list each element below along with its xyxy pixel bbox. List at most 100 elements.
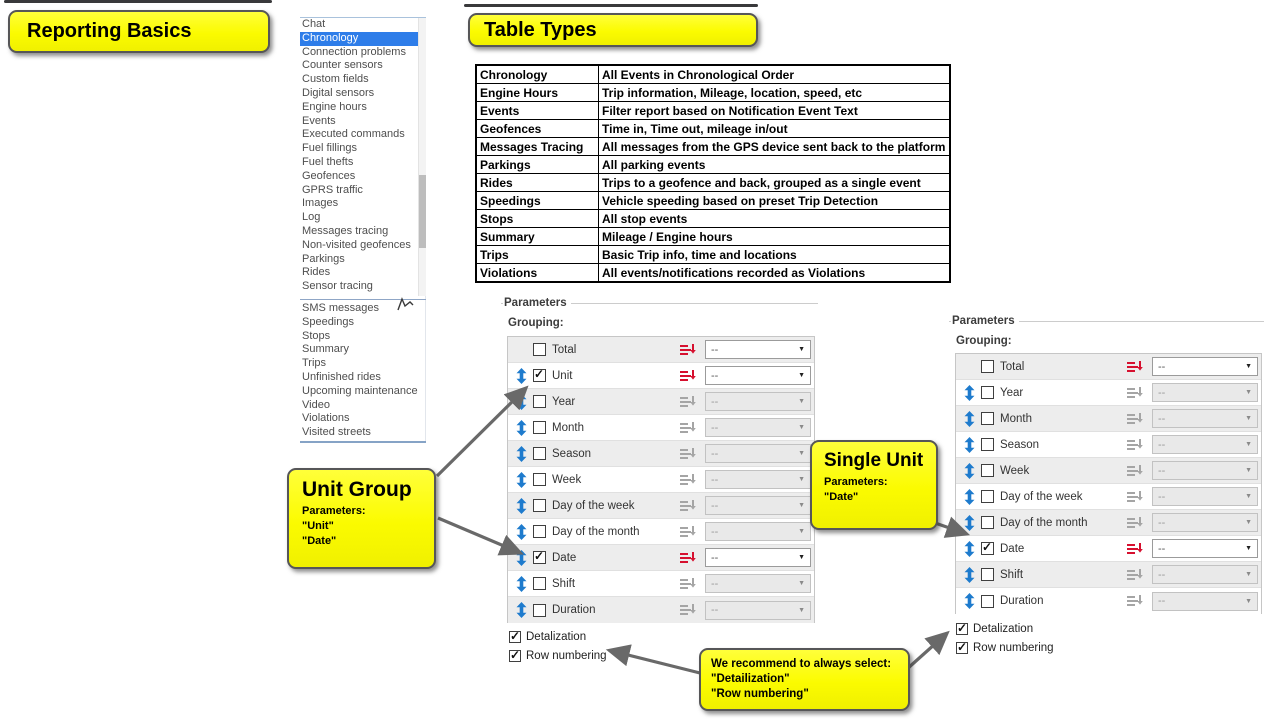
report-type-item[interactable]: Stops: [300, 330, 418, 344]
report-type-item[interactable]: Summary: [300, 343, 418, 357]
grouping-checkbox[interactable]: [533, 499, 546, 512]
report-type-item[interactable]: Events: [300, 115, 418, 129]
report-type-item[interactable]: Log: [300, 211, 418, 225]
report-type-item[interactable]: Chat: [300, 18, 418, 32]
grouping-dropdown[interactable]: -- ▼: [1152, 461, 1258, 480]
sort-icon[interactable]: [680, 525, 697, 539]
grouping-dropdown[interactable]: -- ▼: [705, 600, 811, 620]
grouping-checkbox[interactable]: [533, 525, 546, 538]
sort-icon[interactable]: [1127, 438, 1144, 452]
grouping-checkbox[interactable]: [533, 395, 546, 408]
grouping-checkbox[interactable]: [981, 438, 994, 451]
grouping-checkbox[interactable]: [981, 360, 994, 373]
grouping-checkbox[interactable]: [533, 447, 546, 460]
sort-icon[interactable]: [1127, 516, 1144, 530]
move-handle-icon[interactable]: [962, 540, 977, 557]
move-handle-icon[interactable]: [962, 436, 977, 453]
sort-icon[interactable]: [680, 421, 697, 435]
sort-icon[interactable]: [680, 343, 697, 357]
move-handle-icon[interactable]: [514, 419, 529, 436]
move-handle-icon[interactable]: [514, 445, 529, 462]
list-scrollbar-thumb[interactable]: [419, 175, 426, 248]
sort-icon[interactable]: [680, 473, 697, 487]
grouping-checkbox[interactable]: [533, 549, 546, 564]
option-checkbox[interactable]: [509, 629, 521, 643]
grouping-dropdown[interactable]: -- ▼: [705, 392, 811, 411]
grouping-checkbox[interactable]: [981, 386, 994, 399]
move-handle-icon[interactable]: [514, 602, 529, 618]
report-type-item[interactable]: Counter sensors: [300, 59, 418, 73]
grouping-checkbox[interactable]: [533, 367, 546, 382]
grouping-dropdown[interactable]: -- ▼: [1152, 513, 1258, 532]
report-type-item[interactable]: Sensor tracing: [300, 280, 418, 294]
grouping-dropdown[interactable]: -- ▼: [705, 522, 811, 541]
grouping-dropdown[interactable]: -- ▼: [1152, 383, 1258, 402]
grouping-checkbox[interactable]: [533, 577, 546, 590]
sort-icon[interactable]: [1127, 568, 1144, 582]
grouping-dropdown[interactable]: -- ▼: [1152, 409, 1258, 428]
move-handle-icon[interactable]: [514, 497, 529, 514]
report-type-item[interactable]: Video: [300, 399, 418, 413]
grouping-checkbox[interactable]: [533, 421, 546, 434]
grouping-dropdown[interactable]: -- ▼: [705, 470, 811, 489]
report-type-item[interactable]: Violations: [300, 412, 418, 426]
report-type-item[interactable]: Chronology: [300, 31, 418, 46]
sort-icon[interactable]: [680, 603, 697, 617]
option-checkbox[interactable]: [509, 648, 521, 662]
report-type-item[interactable]: Connection problems: [300, 46, 418, 60]
move-handle-icon[interactable]: [514, 575, 529, 592]
report-type-item[interactable]: Upcoming maintenance: [300, 385, 418, 399]
sort-icon[interactable]: [1127, 386, 1144, 400]
grouping-dropdown[interactable]: -- ▼: [1152, 591, 1258, 611]
grouping-dropdown[interactable]: -- ▼: [1152, 487, 1258, 506]
grouping-dropdown[interactable]: -- ▼: [705, 574, 811, 593]
report-type-item[interactable]: Executed commands: [300, 128, 418, 142]
grouping-dropdown[interactable]: -- ▼: [705, 444, 811, 463]
sort-icon[interactable]: [1127, 490, 1144, 504]
move-handle-icon[interactable]: [514, 367, 529, 384]
sort-icon[interactable]: [1127, 594, 1144, 608]
move-handle-icon[interactable]: [962, 488, 977, 505]
report-type-item[interactable]: Messages tracing: [300, 225, 418, 239]
move-handle-icon[interactable]: [962, 593, 977, 609]
grouping-checkbox[interactable]: [981, 540, 994, 555]
report-type-item[interactable]: Trips: [300, 357, 418, 371]
report-type-item[interactable]: Visited streets: [300, 426, 418, 440]
report-type-item[interactable]: Fuel fillings: [300, 142, 418, 156]
sort-icon[interactable]: [680, 577, 697, 591]
move-handle-icon[interactable]: [514, 471, 529, 488]
grouping-checkbox[interactable]: [533, 343, 546, 356]
report-type-item[interactable]: Custom fields: [300, 73, 418, 87]
grouping-checkbox[interactable]: [981, 490, 994, 503]
report-type-item[interactable]: Unfinished rides: [300, 371, 418, 385]
grouping-dropdown[interactable]: -- ▼: [705, 418, 811, 437]
sort-icon[interactable]: [1127, 542, 1144, 556]
grouping-checkbox[interactable]: [981, 594, 994, 608]
grouping-checkbox[interactable]: [981, 412, 994, 425]
sort-icon[interactable]: [680, 369, 697, 383]
report-type-item[interactable]: Images: [300, 197, 418, 211]
grouping-dropdown[interactable]: -- ▼: [705, 496, 811, 515]
move-handle-icon[interactable]: [514, 523, 529, 540]
report-type-item[interactable]: GPRS traffic: [300, 184, 418, 198]
report-type-item[interactable]: Fuel thefts: [300, 156, 418, 170]
grouping-checkbox[interactable]: [981, 516, 994, 529]
sort-icon[interactable]: [680, 447, 697, 461]
grouping-dropdown[interactable]: -- ▼: [1152, 539, 1258, 558]
grouping-checkbox[interactable]: [533, 603, 546, 617]
move-handle-icon[interactable]: [962, 384, 977, 401]
move-handle-icon[interactable]: [962, 462, 977, 479]
option-checkbox[interactable]: [956, 640, 968, 654]
grouping-checkbox[interactable]: [981, 464, 994, 477]
grouping-checkbox[interactable]: [981, 568, 994, 581]
move-handle-icon[interactable]: [962, 410, 977, 427]
sort-icon[interactable]: [1127, 464, 1144, 478]
option-checkbox[interactable]: [956, 621, 968, 635]
grouping-dropdown[interactable]: -- ▼: [1152, 435, 1258, 454]
grouping-dropdown[interactable]: -- ▼: [705, 366, 811, 385]
sort-icon[interactable]: [1127, 360, 1144, 374]
sort-icon[interactable]: [680, 395, 697, 409]
grouping-dropdown[interactable]: -- ▼: [1152, 565, 1258, 584]
list-scrollbar[interactable]: [418, 18, 426, 296]
grouping-dropdown[interactable]: -- ▼: [1152, 357, 1258, 376]
